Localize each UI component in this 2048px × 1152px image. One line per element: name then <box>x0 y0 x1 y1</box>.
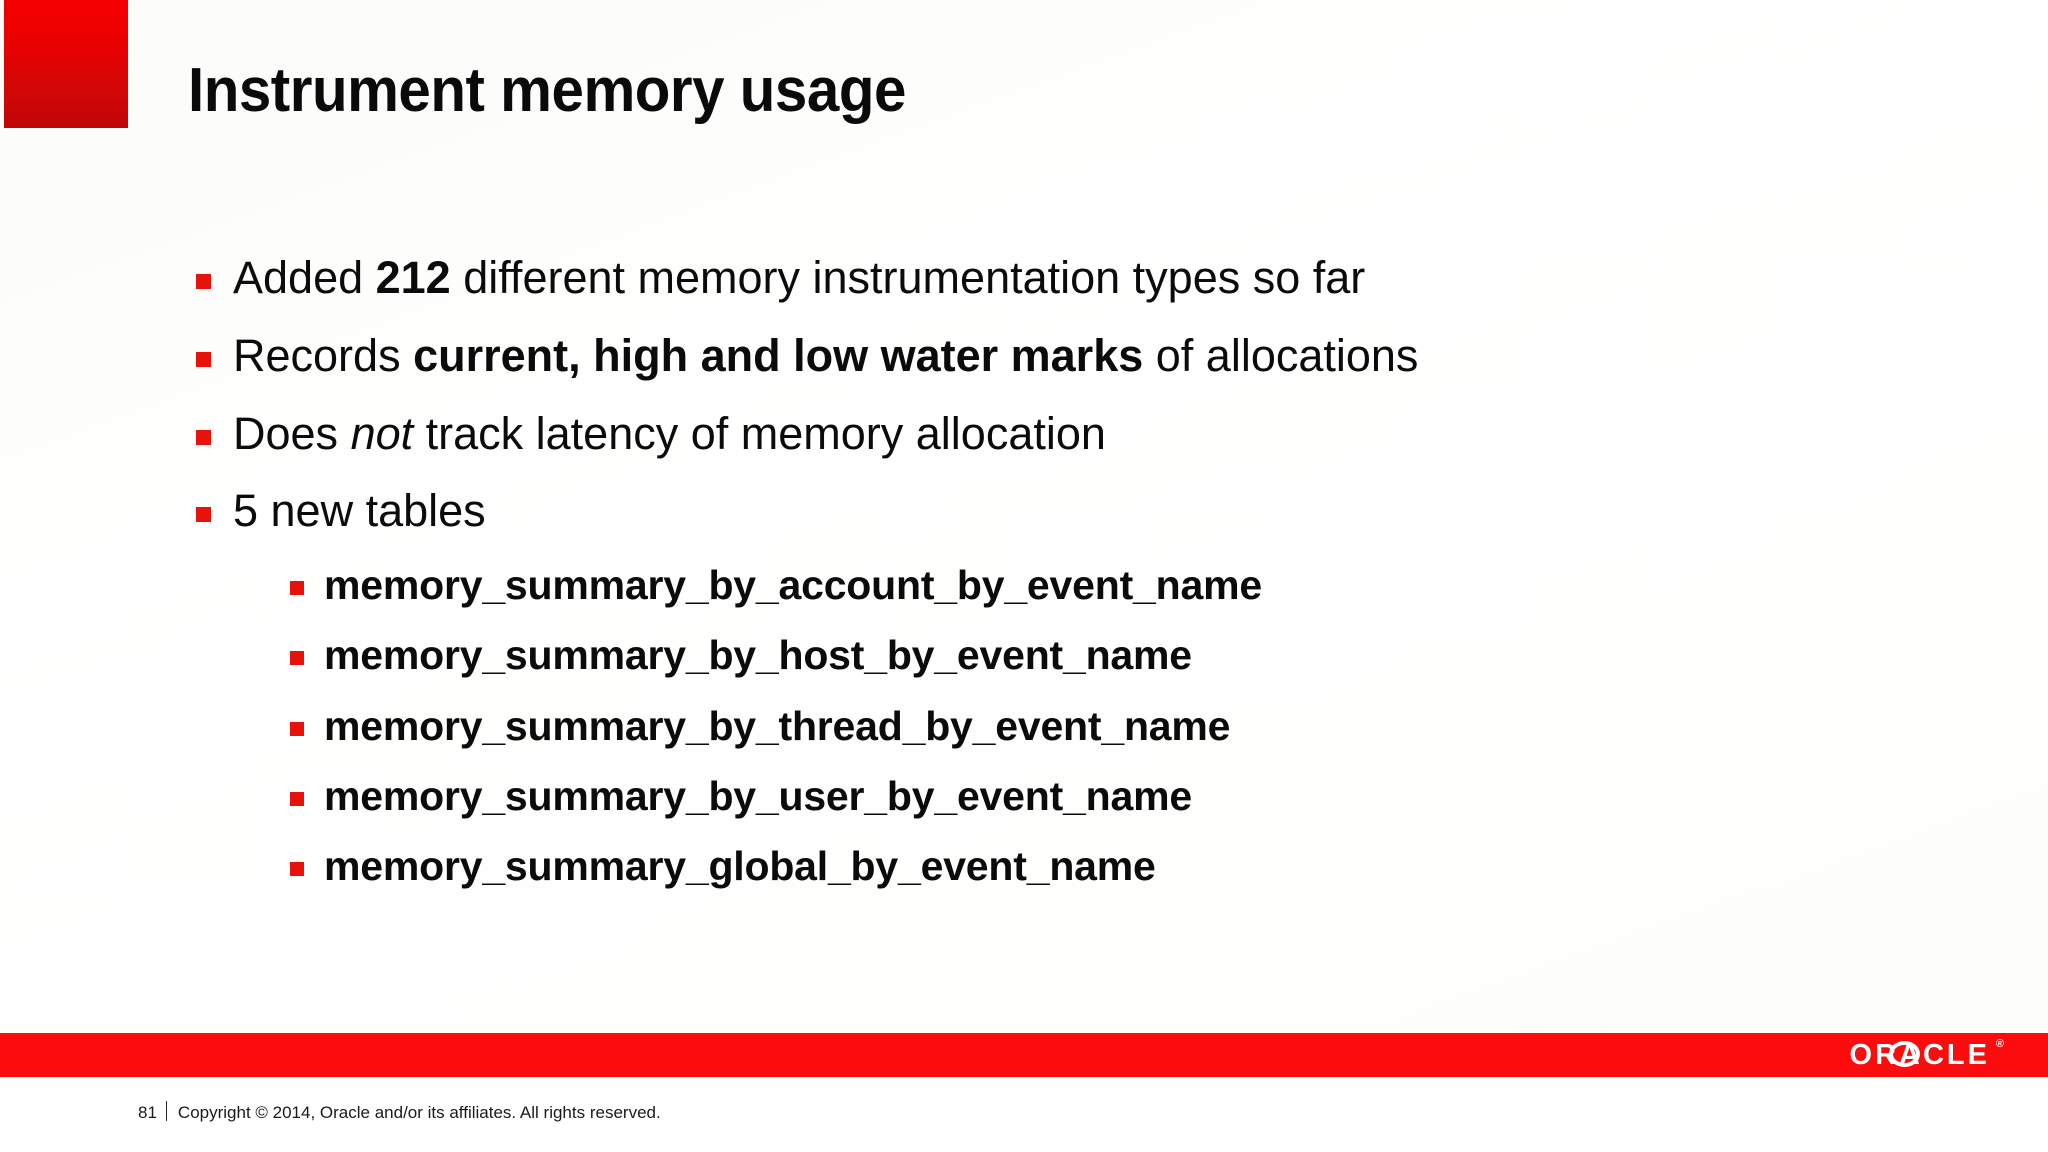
list-item: memory_summary_by_thread_by_event_name <box>290 700 1996 753</box>
list-item: Does not track latency of memory allocat… <box>196 404 1996 465</box>
table-name-label: memory_summary_by_thread_by_event_name <box>324 702 1231 749</box>
bullet-text: Records current, high and low water mark… <box>233 329 1419 381</box>
list-item: Added 212 different memory instrumentati… <box>196 248 1996 309</box>
square-bullet-icon <box>196 429 211 445</box>
slide-background <box>0 0 2048 1030</box>
square-bullet-icon <box>196 507 211 523</box>
list-item: memory_summary_by_account_by_event_name <box>290 559 1996 612</box>
registered-trademark-icon: ® <box>1995 1038 2004 1050</box>
footer-red-bar <box>0 1033 2048 1077</box>
square-bullet-icon <box>290 721 304 736</box>
red-corner-accent-block <box>4 0 128 128</box>
bullet-text: Does not track latency of memory allocat… <box>233 407 1106 459</box>
square-bullet-icon <box>290 581 304 595</box>
copyright-text: Copyright © 2014, Oracle and/or its affi… <box>177 1103 661 1122</box>
page-number: 81 <box>138 1103 157 1122</box>
table-name-label: memory_summary_by_host_by_event_name <box>324 632 1192 679</box>
divider <box>165 1101 167 1121</box>
square-bullet-icon <box>290 791 304 806</box>
square-bullet-icon <box>196 274 211 289</box>
bullet-text: 5 new tables <box>233 485 486 537</box>
bullet-list: Added 212 different memory instrumentati… <box>196 248 1996 910</box>
oracle-logo: ORACLE <box>1850 1040 1990 1070</box>
bullet-emphasis-italic: not <box>350 407 414 459</box>
table-name-label: memory_summary_global_by_event_name <box>324 843 1156 890</box>
list-item: memory_summary_by_user_by_event_name <box>290 770 1996 823</box>
oracle-wordmark: ORACLE <box>1849 1038 1990 1071</box>
square-bullet-icon <box>290 651 304 666</box>
list-item: memory_summary_global_by_event_name <box>290 840 1996 893</box>
square-bullet-icon <box>196 351 211 367</box>
bullet-emphasis: 212 <box>375 252 451 303</box>
page-title: Instrument memory usage <box>188 56 906 125</box>
table-name-label: memory_summary_by_account_by_event_name <box>324 562 1262 608</box>
oracle-ring-icon <box>1888 1041 1920 1067</box>
bullet-text: Added 212 different memory instrumentati… <box>233 252 1366 303</box>
footer-note: 81 Copyright © 2014, Oracle and/or its a… <box>138 1098 661 1123</box>
list-item: Records current, high and low water mark… <box>196 326 1996 387</box>
sub-bullet-list: memory_summary_by_account_by_event_name … <box>290 559 1996 893</box>
bullet-emphasis: current, high and low water marks <box>413 329 1144 381</box>
list-item: memory_summary_by_host_by_event_name <box>290 629 1996 682</box>
list-item: 5 new tables <box>196 481 1996 542</box>
square-bullet-icon <box>290 862 304 877</box>
table-name-label: memory_summary_by_user_by_event_name <box>324 772 1192 819</box>
